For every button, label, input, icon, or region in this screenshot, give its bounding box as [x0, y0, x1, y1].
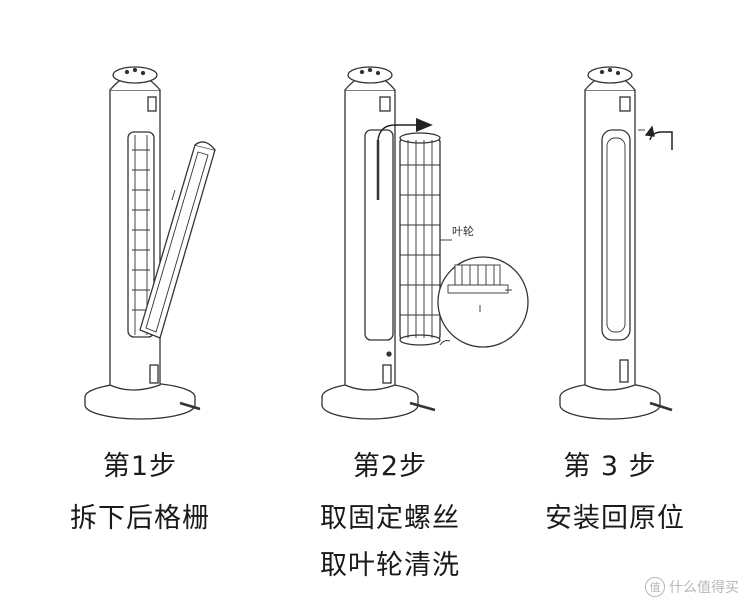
watermark-text: 什么值得买 [669, 580, 739, 596]
fan-2-illustration [321, 66, 529, 420]
step-1-title: 第1步 [102, 451, 178, 482]
watermark: 值 什么值得买 [645, 577, 739, 597]
impeller-label: 叶轮 [452, 224, 474, 238]
fan-3-illustration [559, 66, 673, 420]
step-2-title: 第2步 [352, 451, 428, 482]
step-3-title: 第 3 步 [563, 451, 657, 482]
step-2-instruction-2: 取叶轮清洗 [320, 550, 460, 581]
step-2-instruction-1: 取固定螺丝 [320, 503, 460, 534]
step-1-instruction: 拆下后格栅 [70, 503, 210, 534]
step-3-instruction: 安装回原位 [545, 503, 685, 534]
watermark-badge-icon: 值 [645, 577, 665, 597]
fan-1-illustration [84, 66, 216, 420]
